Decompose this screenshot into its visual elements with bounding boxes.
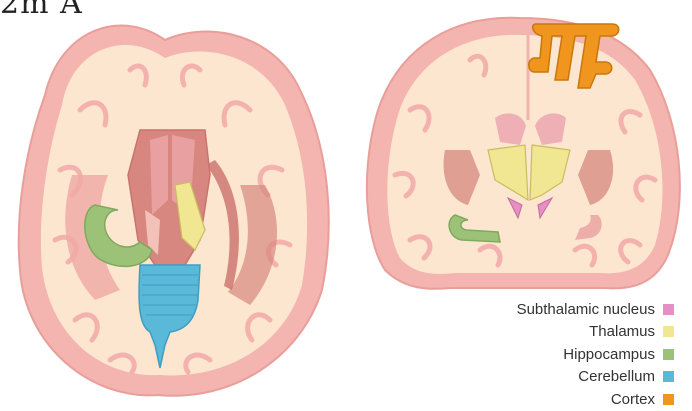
- legend-swatch: [663, 326, 674, 337]
- legend-label: Cerebellum: [578, 368, 655, 385]
- legend-swatch: [663, 394, 674, 405]
- legend-label: Subthalamic nucleus: [517, 301, 655, 318]
- legend-swatch: [663, 349, 674, 360]
- legend-item-thalamus: Thalamus: [517, 321, 674, 344]
- coronal-brain-section: [367, 18, 680, 289]
- legend-swatch: [663, 304, 674, 315]
- legend-swatch: [663, 371, 674, 382]
- legend-label: Thalamus: [589, 323, 655, 340]
- legend-item-cortex: Cortex: [517, 388, 674, 411]
- legend-item-cerebellum: Cerebellum: [517, 366, 674, 389]
- legend-item-hippocampus: Hippocampus: [517, 343, 674, 366]
- legend-label: Cortex: [611, 391, 655, 408]
- axial-brain-section: [19, 25, 329, 395]
- legend-item-subthalamic-nucleus: Subthalamic nucleus: [517, 298, 674, 321]
- legend: Subthalamic nucleus Thalamus Hippocampus…: [517, 298, 674, 411]
- legend-label: Hippocampus: [563, 346, 655, 363]
